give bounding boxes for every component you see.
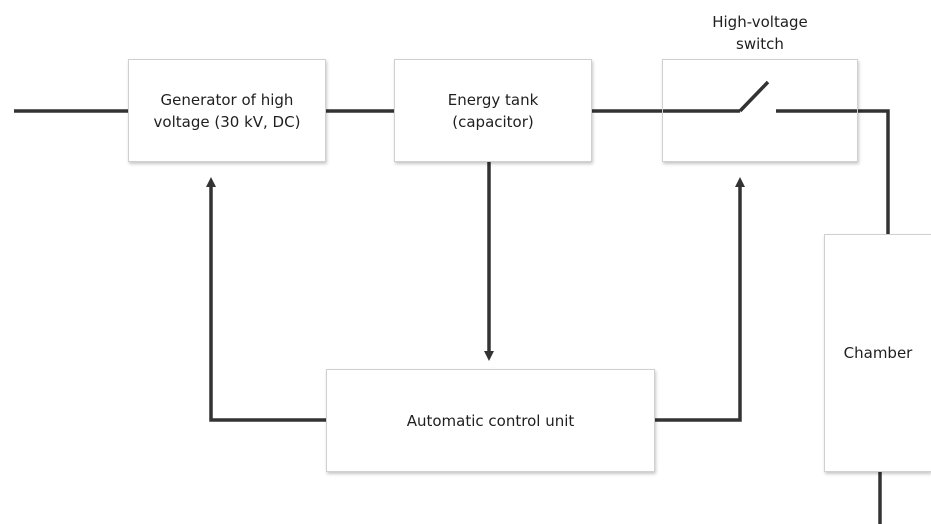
chamber-block: Chamber <box>824 234 931 472</box>
control-to-switch-arrow <box>655 177 745 422</box>
control-to-generator-arrow <box>206 177 326 422</box>
switch-output-wire <box>776 109 890 234</box>
switch-block <box>662 59 858 162</box>
chamber-label: Chamber <box>843 344 913 362</box>
generator-label: Generator of high voltage (30 kV, DC) <box>153 90 301 131</box>
switch-label: High-voltage switch <box>712 13 808 53</box>
energy-tank-block: Energy tank (capacitor) <box>394 59 592 162</box>
control-unit-block: Automatic control unit <box>326 369 655 472</box>
energy-tank-label: Energy tank (capacitor) <box>447 90 539 131</box>
generator-block: Generator of high voltage (30 kV, DC) <box>128 59 326 162</box>
switch-blade <box>738 80 770 113</box>
control-unit-label: Automatic control unit <box>406 411 575 430</box>
